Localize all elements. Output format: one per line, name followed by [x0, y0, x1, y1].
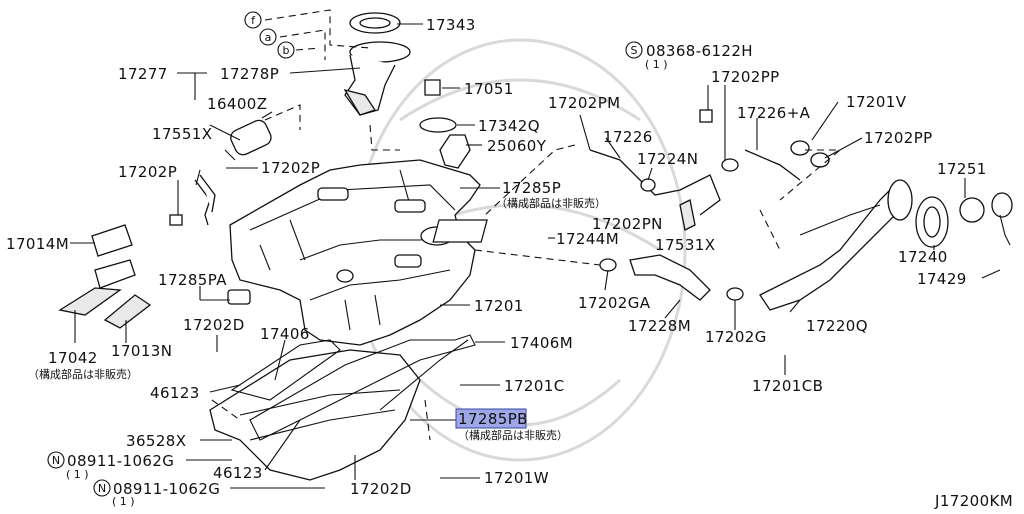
- label-17201cb[interactable]: 17201CB: [752, 377, 823, 395]
- filler-cap[interactable]: [915, 192, 1013, 248]
- label-17285pb[interactable]: 17285PB: [458, 410, 528, 428]
- label-17202ga[interactable]: 17202GA: [578, 294, 651, 312]
- label-17014m[interactable]: 17014M: [6, 235, 69, 253]
- label-17201v[interactable]: 17201V: [846, 93, 907, 111]
- note-17285p: （構成部品は非販売）: [496, 196, 606, 210]
- label-17013n[interactable]: 17013N: [111, 342, 172, 360]
- label-17202pp-mid[interactable]: 17202PP: [864, 129, 933, 147]
- label-17343[interactable]: 17343: [426, 16, 476, 34]
- hoses-left[interactable]: [169, 174, 216, 226]
- label-17202pn[interactable]: 17202PN: [592, 215, 663, 233]
- qty-08368: ( 1 ): [645, 58, 668, 71]
- label-17277[interactable]: 17277: [118, 65, 168, 83]
- label-17224n[interactable]: 17224N: [637, 150, 698, 168]
- label-17285p[interactable]: 17285P: [502, 179, 561, 197]
- label-17342q[interactable]: 17342Q: [478, 117, 540, 135]
- tank-straps[interactable]: [230, 334, 476, 441]
- dashed-leaders: [211, 9, 842, 441]
- label-17202p-left[interactable]: 17202P: [118, 163, 177, 181]
- label-17429[interactable]: 17429: [917, 270, 967, 288]
- label-17406m[interactable]: 17406M: [510, 334, 573, 352]
- label-17201c[interactable]: 17201C: [504, 377, 565, 395]
- circle-s: S: [631, 44, 638, 57]
- label-17042[interactable]: 17042: [48, 349, 98, 367]
- label-17251[interactable]: 17251: [937, 160, 987, 178]
- note-17042: （構成部品は非販売）: [28, 367, 138, 381]
- circle-b: b: [283, 44, 290, 57]
- strainer-parts[interactable]: [58, 224, 251, 329]
- label-17051[interactable]: 17051: [464, 80, 514, 98]
- label-17202d-bot[interactable]: 17202D: [350, 480, 412, 498]
- circle-n-1: N: [52, 454, 60, 467]
- label-08368[interactable]: 08368-6122H: [646, 42, 753, 60]
- filler-tube[interactable]: [759, 179, 913, 311]
- part-labels: 17343 17277 17278P 17051 16400Z 17342Q 2…: [6, 16, 1013, 510]
- label-17202g[interactable]: 17202G: [705, 328, 767, 346]
- circle-n-2: N: [98, 482, 106, 495]
- label-17226[interactable]: 17226: [603, 128, 653, 146]
- label-17202d-top[interactable]: 17202D: [183, 316, 245, 334]
- leader-lines: [70, 23, 1001, 489]
- fuel-tank[interactable]: [229, 159, 481, 346]
- label-17240[interactable]: 17240: [898, 248, 948, 266]
- label-17201[interactable]: 17201: [474, 297, 524, 315]
- diagram-code: J17200KM: [934, 492, 1013, 510]
- note-17285pb: （構成部品は非販売）: [458, 428, 568, 442]
- label-17226a[interactable]: 17226+A: [737, 104, 811, 122]
- circled-letters: f a b S N N: [47, 11, 643, 497]
- label-17278p[interactable]: 17278P: [220, 65, 279, 83]
- circle-a: a: [265, 31, 272, 44]
- label-46123-top[interactable]: 46123: [150, 384, 200, 402]
- label-17551x[interactable]: 17551X: [152, 125, 212, 143]
- circle-f: f: [251, 14, 256, 27]
- label-08911-a[interactable]: 08911-1062G: [67, 452, 174, 470]
- label-17202pm[interactable]: 17202PM: [548, 94, 621, 112]
- fuel-filter[interactable]: [224, 111, 274, 161]
- label-16400z[interactable]: 16400Z: [207, 95, 267, 113]
- label-08911-b[interactable]: 08911-1062G: [113, 480, 220, 498]
- fuel-pump-module[interactable]: [343, 12, 471, 169]
- label-17228m[interactable]: 17228M: [628, 317, 691, 335]
- label-17201w[interactable]: 17201W: [484, 469, 549, 487]
- qty-08911-a: ( 1 ): [66, 468, 89, 481]
- label-17406[interactable]: 17406: [260, 325, 310, 343]
- label-17202pp-top[interactable]: 17202PP: [711, 68, 780, 86]
- highlight-17285pb: [455, 408, 527, 429]
- vent-hoses-right[interactable]: [589, 109, 830, 231]
- breather-plate[interactable]: [432, 219, 488, 243]
- label-17531x[interactable]: 17531X: [655, 236, 715, 254]
- label-17220q[interactable]: 17220Q: [806, 317, 868, 335]
- label-17244m[interactable]: 17244M: [556, 230, 619, 248]
- label-25060y[interactable]: 25060Y: [487, 137, 547, 155]
- label-46123-bot[interactable]: 46123: [213, 464, 263, 482]
- qty-08911-b: ( 1 ): [112, 495, 135, 508]
- label-17285pa[interactable]: 17285PA: [158, 271, 227, 289]
- label-17202p-mid[interactable]: 17202P: [261, 159, 320, 177]
- heat-shield[interactable]: [209, 349, 421, 481]
- label-36528x[interactable]: 36528X: [126, 432, 186, 450]
